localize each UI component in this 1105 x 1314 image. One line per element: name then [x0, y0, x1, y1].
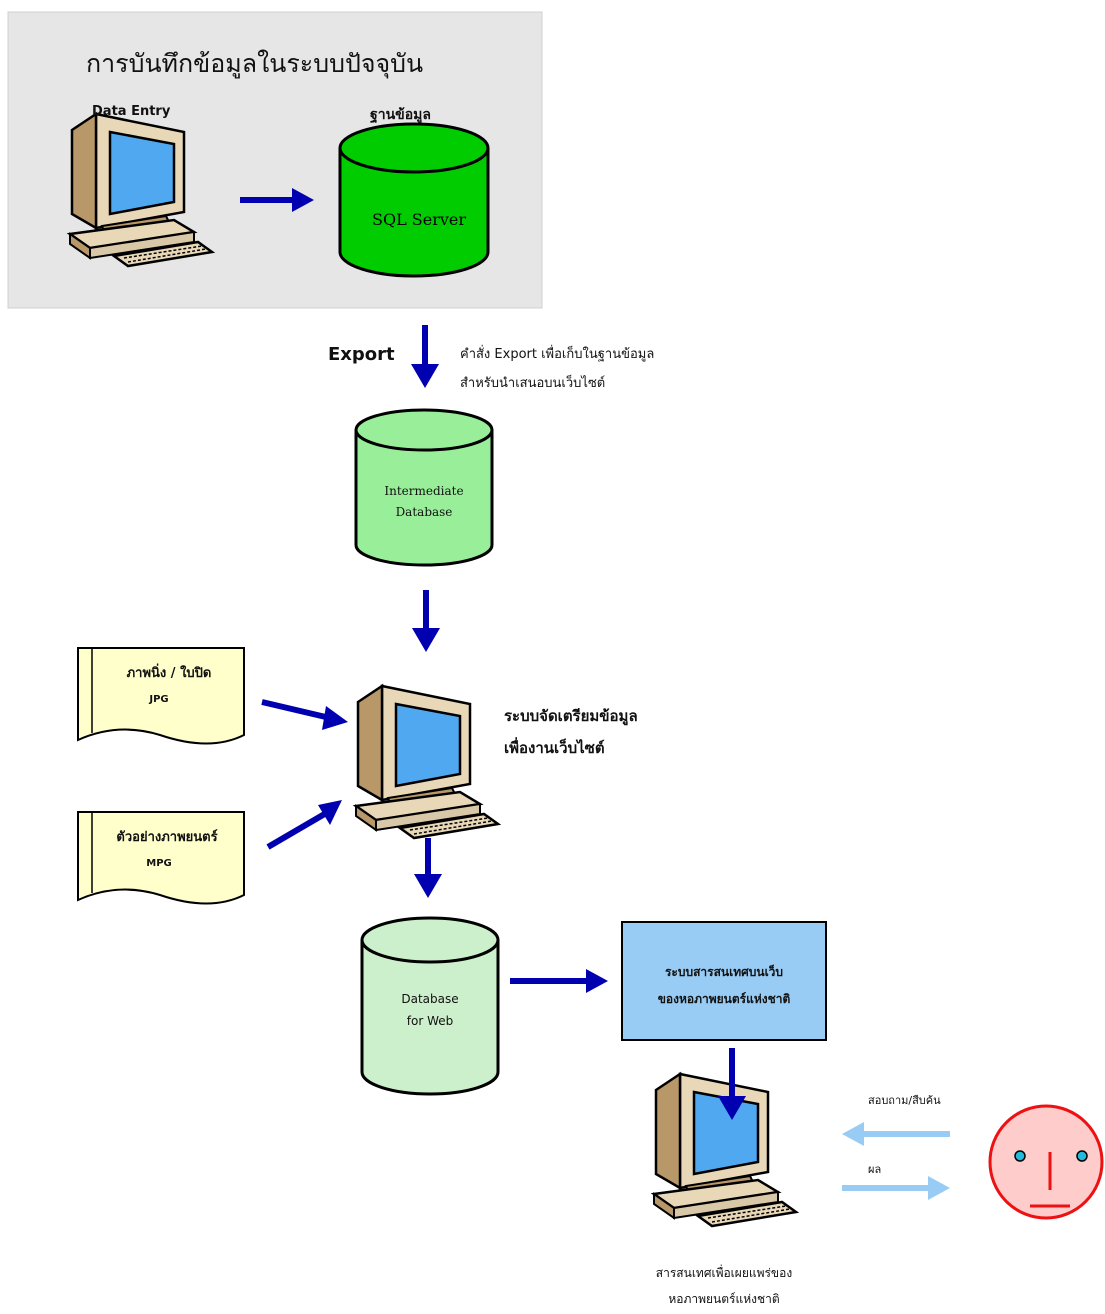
- prep-system-computer-icon: [354, 684, 500, 840]
- client-line1: สารสนเทศเพื่อเผยแพร่ของ: [655, 1266, 793, 1280]
- prep-system-line2: เพื่องานเว็บไซต์: [504, 739, 605, 757]
- arrow-intermediate-to-prep: [412, 590, 440, 652]
- export-label: Export: [328, 344, 395, 365]
- prep-system-line1: ระบบจัดเตรียมข้อมูล: [504, 707, 638, 725]
- query-label: สอบถาม/สืบค้น: [868, 1094, 941, 1107]
- database-label: ฐานข้อมูล: [370, 107, 431, 123]
- images-label-line2: JPG: [149, 694, 169, 705]
- arrow-result-right: [842, 1176, 950, 1200]
- web-db-line2: for Web: [406, 1014, 454, 1028]
- sql-server-label: SQL Server: [372, 210, 467, 229]
- images-label-line1: ภาพนิ่ง / ใบปิด: [126, 666, 212, 681]
- trailers-label-line1: ตัวอย่างภาพยนตร์: [116, 830, 218, 845]
- user-face-icon: [988, 1104, 1104, 1220]
- images-document-icon: [77, 647, 245, 745]
- result-label: ผล: [868, 1163, 882, 1176]
- web-database-cylinder-icon: [360, 916, 500, 1096]
- web-system-box: [621, 921, 827, 1041]
- trailers-label-line2: MPG: [146, 858, 172, 869]
- intermediate-database-cylinder-icon: [354, 408, 494, 567]
- arrow-export-down: [411, 325, 439, 388]
- client-line2: หอภาพยนตร์แห่งชาติ: [668, 1292, 780, 1306]
- arrow-trailers-to-prep: [266, 800, 342, 850]
- arrow-websystem-to-client: [718, 1048, 746, 1120]
- arrow-prep-to-webdb: [414, 838, 442, 898]
- web-system-line2: ของหอภาพยนตร์แห่งชาติ: [657, 992, 791, 1006]
- sql-server-cylinder-icon: [338, 122, 490, 278]
- export-note-line2: สำหรับนำเสนอบนเว็บไซต์: [460, 376, 606, 391]
- current-system-title: การบันทึกข้อมูลในระบบปัจจุบัน: [86, 49, 424, 78]
- intermediate-db-line2: Database: [395, 505, 453, 519]
- export-note-line1: คำสั่ง Export เพื่อเก็บในฐานข้อมูล: [460, 347, 655, 362]
- trailers-document-icon: [77, 811, 245, 905]
- arrow-images-to-prep: [261, 699, 348, 730]
- data-entry-label: Data Entry: [92, 104, 171, 119]
- web-system-line1: ระบบสารสนเทศบนเว็บ: [664, 965, 784, 979]
- arrow-webdb-to-websystem: [510, 969, 608, 993]
- web-db-line1: Database: [401, 992, 459, 1006]
- intermediate-db-line1: Intermediate: [384, 484, 464, 498]
- arrow-entry-to-sql: [240, 188, 314, 212]
- arrow-query-left: [842, 1122, 950, 1146]
